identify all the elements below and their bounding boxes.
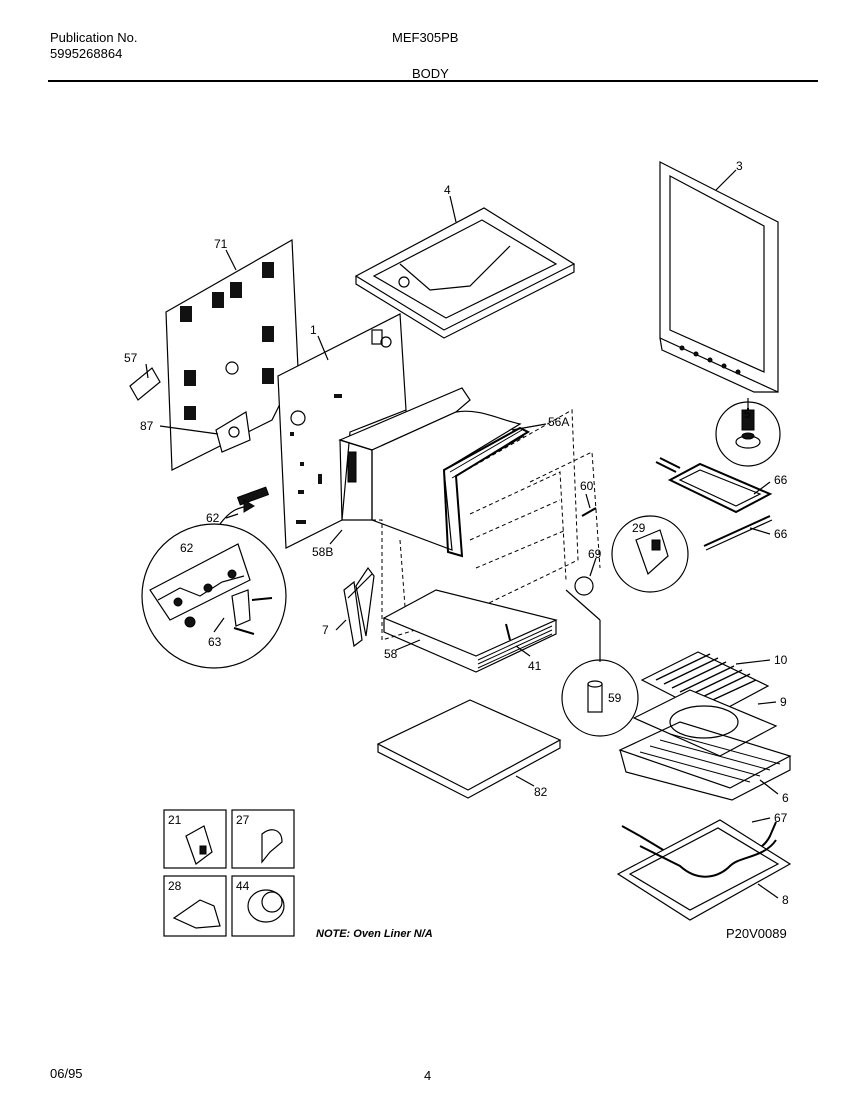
- callout-57: 57: [124, 351, 138, 365]
- callout-59: 59: [608, 691, 622, 705]
- part-door-hinge: [343, 566, 375, 648]
- part-bottom-tray: [382, 589, 558, 673]
- callout-58: 58: [384, 647, 398, 661]
- part-drip-pan: [616, 819, 792, 921]
- callout-9: 9: [780, 695, 787, 709]
- leader-lines: [145, 169, 779, 899]
- footer-page-number: 4: [424, 1068, 432, 1083]
- part-broil-element: [655, 457, 773, 514]
- callout-29: 29: [632, 521, 646, 535]
- callout-69: 69: [588, 547, 602, 561]
- callout-6: 6: [782, 791, 789, 805]
- zoom-circle-leveling-foot: [715, 401, 781, 467]
- callout-56a: 56A: [548, 415, 569, 429]
- part-side-panel: [277, 313, 413, 549]
- part-floor-panel: [376, 699, 562, 799]
- zoom-circle-pin: [561, 659, 639, 737]
- callout-58b: 58B: [312, 545, 333, 559]
- part-terminal-block: [219, 486, 270, 525]
- part-broiler-pan: [632, 689, 778, 757]
- callout-5: 5: [744, 407, 751, 421]
- callout-67: 67: [774, 811, 788, 825]
- callout-labels: 3 4 71 1 57 87 56A 5 66 66 60 62 62 63 5…: [124, 159, 789, 907]
- part-top-tray: [354, 207, 576, 339]
- zoom-circle-terminal: [141, 523, 287, 669]
- zoom-circle-hinge: [611, 515, 689, 593]
- footer-date: 06/95: [50, 1066, 83, 1081]
- part-back-panel: [165, 238, 299, 471]
- section-title: BODY: [412, 66, 449, 81]
- callout-87: 87: [140, 419, 154, 433]
- callout-4: 4: [444, 183, 451, 197]
- callout-62: 62: [206, 511, 220, 525]
- callout-3: 3: [736, 159, 743, 173]
- small-parts-boxes: [163, 809, 295, 937]
- callout-71: 71: [214, 237, 228, 251]
- oven-liner-note: NOTE: Oven Liner N/A: [316, 928, 433, 940]
- callout-82: 82: [534, 785, 548, 799]
- publication-number: 5995268864: [50, 46, 123, 61]
- callout-21: 21: [168, 813, 182, 827]
- callout-10: 10: [774, 653, 788, 667]
- callout-62-zoom: 62: [180, 541, 194, 555]
- callout-60: 60: [580, 479, 594, 493]
- part-door-frame: [659, 161, 779, 393]
- part-light-lens: [574, 576, 594, 596]
- callout-1: 1: [310, 323, 317, 337]
- callout-27: 27: [236, 813, 250, 827]
- drawing-code: P20V0089: [726, 926, 787, 941]
- callout-44: 44: [236, 879, 250, 893]
- model-number: MEF305PB: [392, 30, 459, 45]
- part-sensor: [581, 507, 597, 517]
- header-rule: [48, 80, 818, 82]
- part-bracket: [703, 515, 773, 551]
- part-oven-rack: [618, 721, 792, 801]
- callout-41: 41: [528, 659, 542, 673]
- callout-8: 8: [782, 893, 789, 907]
- callout-66-broil: 66: [774, 473, 788, 487]
- callout-66-bracket: 66: [774, 527, 788, 541]
- part-small-plate: [129, 367, 161, 401]
- publication-label: Publication No.: [50, 30, 138, 45]
- callout-63: 63: [208, 635, 222, 649]
- callout-7: 7: [322, 623, 329, 637]
- callout-28: 28: [168, 879, 182, 893]
